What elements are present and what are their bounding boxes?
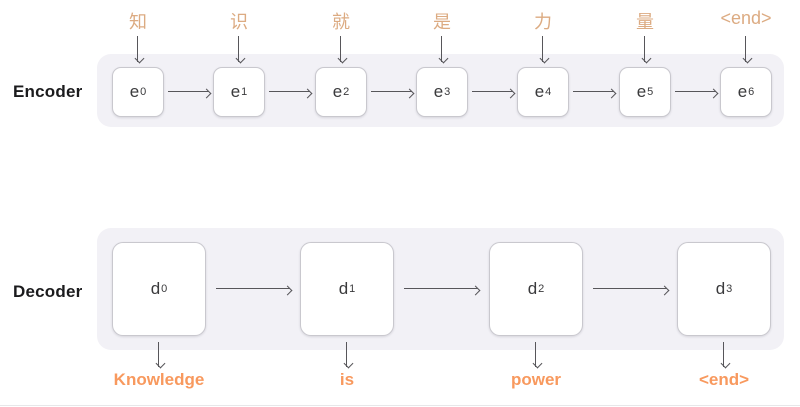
encoder-input-token-0: 知: [129, 12, 147, 32]
decoder-arrow-d2-d3: [593, 288, 667, 289]
encoder-input-token-3: 是: [433, 12, 451, 32]
cell-label-base: d: [527, 279, 538, 298]
decoder-output-token-0: Knowledge: [113, 370, 205, 389]
cell-label-base: d: [338, 279, 349, 298]
encoder-input-token-4: 力: [534, 12, 552, 32]
decoder-output-arrow-1: [346, 342, 347, 367]
encoder-input-arrow-4: [542, 36, 543, 62]
cell-label-base: e: [230, 82, 241, 101]
encoder-input-arrow-5: [644, 36, 645, 62]
decoder-output-arrow-0: [158, 342, 159, 367]
cell-label-base: e: [433, 82, 444, 101]
encoder-arrow-e1-e2: [269, 91, 310, 92]
cell-label-base: e: [534, 82, 545, 101]
encoder-input-token-1: 识: [230, 12, 248, 32]
bottom-divider: [0, 405, 800, 406]
decoder-label: Decoder: [13, 282, 83, 301]
encoder-input-arrow-3: [441, 36, 442, 62]
cell-label-base: e: [129, 82, 140, 101]
encoder-arrow-e4-e5: [573, 91, 614, 92]
encoder-arrow-e0-e1: [168, 91, 209, 92]
cell-label-base: d: [715, 279, 726, 298]
encoder-arrow-e3-e4: [472, 91, 513, 92]
encoder-input-arrow-2: [340, 36, 341, 62]
decoder-output-arrow-2: [535, 342, 536, 367]
decoder-arrow-d0-d1: [216, 288, 290, 289]
encoder-input-token-6: <end>: [720, 8, 772, 28]
encoder-input-arrow-1: [238, 36, 239, 62]
cell-label-base: e: [737, 82, 748, 101]
decoder-output-token-3: <end>: [698, 370, 750, 389]
decoder-output-token-1: is: [339, 370, 355, 389]
decoder-arrow-d1-d2: [404, 288, 478, 289]
encoder-input-token-5: 量: [636, 12, 654, 32]
encoder-arrow-e5-e6: [675, 91, 716, 92]
cell-label-base: e: [636, 82, 647, 101]
decoder-output-token-2: power: [510, 370, 562, 389]
encoder-input-token-2: 就: [332, 12, 350, 32]
encoder-input-arrow-6: [745, 36, 746, 62]
decoder-container: [97, 228, 784, 350]
cell-label-base: e: [332, 82, 343, 101]
encoder-label: Encoder: [13, 82, 83, 101]
encoder-input-arrow-0: [137, 36, 138, 62]
cell-label-base: d: [150, 279, 161, 298]
encoder-arrow-e2-e3: [371, 91, 412, 92]
decoder-output-arrow-3: [723, 342, 724, 367]
